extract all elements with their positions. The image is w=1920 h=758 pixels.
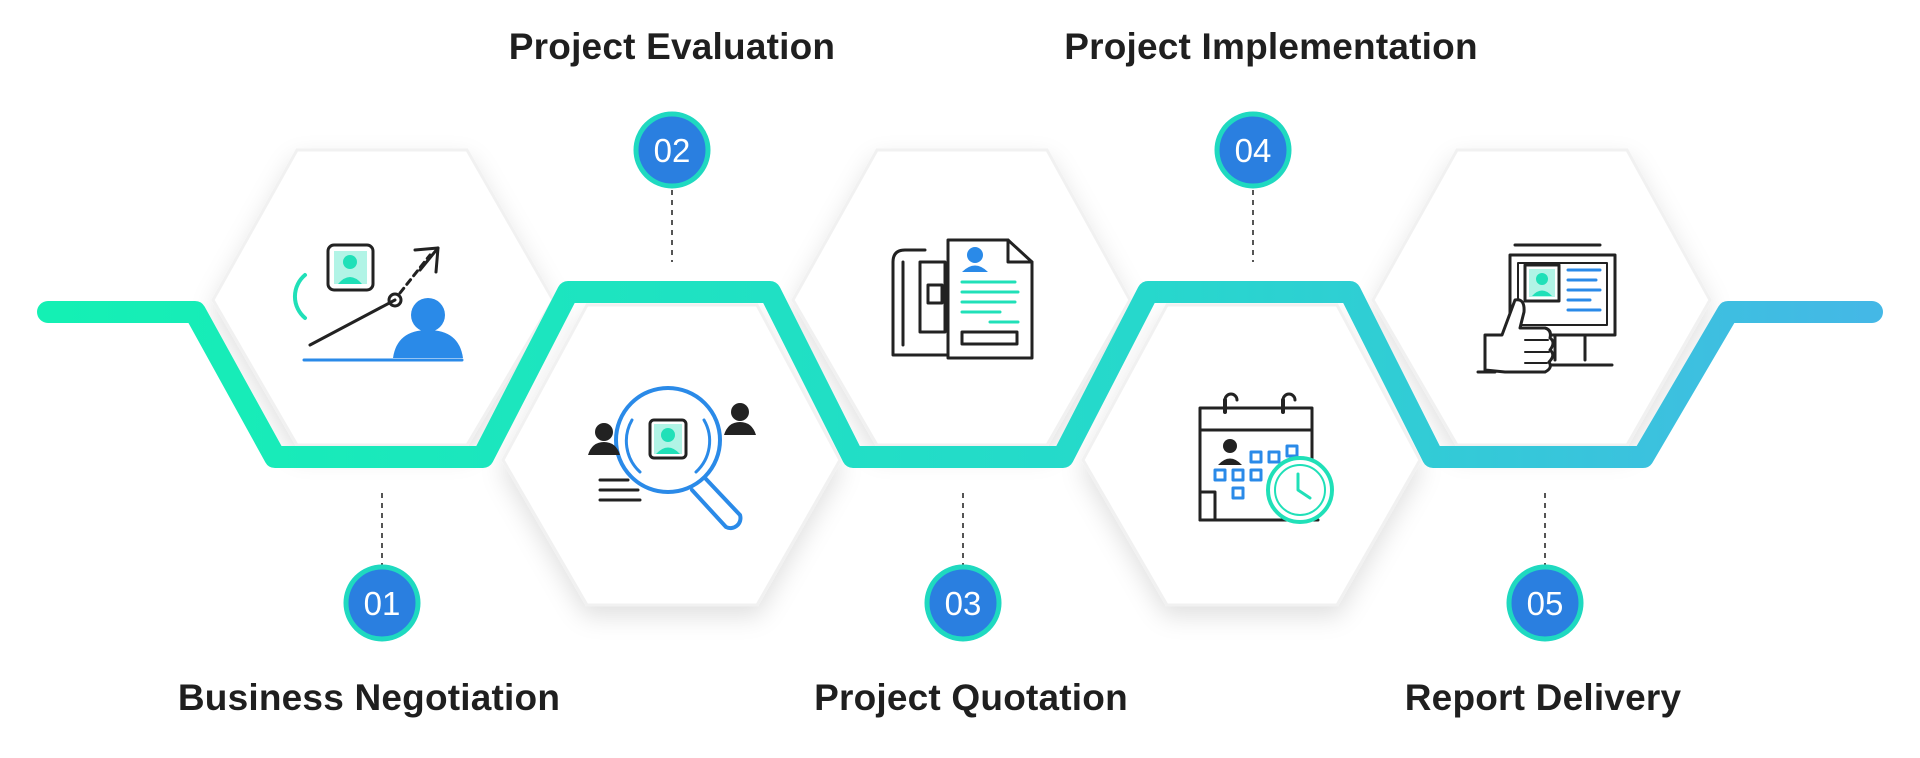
hexagon-tile-02 — [501, 303, 842, 607]
magnifier-evaluation-icon — [588, 386, 756, 531]
step-number-02: 02 — [654, 132, 691, 169]
hexagon-tile-05 — [1371, 148, 1712, 447]
calendar-clock-icon — [1198, 392, 1334, 524]
step-badge-01: 01 — [343, 564, 421, 642]
step-title-01: Business Negotiation — [177, 677, 561, 718]
business-growth-icon — [292, 243, 464, 362]
step-badge-05: 05 — [1506, 564, 1584, 642]
monitor-thumbs-up-icon — [1476, 243, 1617, 374]
hexagon-tile-03 — [791, 148, 1132, 447]
step-badge-03: 03 — [924, 564, 1002, 642]
quotation-document-icon — [891, 238, 1034, 360]
flow-band — [37, 281, 1883, 468]
hexagon-tiles — [211, 148, 1712, 607]
step-number-03: 03 — [945, 585, 982, 622]
step-number-01: 01 — [364, 585, 401, 622]
step-badge-02: 02 — [633, 111, 711, 189]
step-title-05: Report Delivery — [1404, 677, 1682, 718]
step-title-02: Project Evaluation — [508, 26, 836, 67]
step-number-04: 04 — [1235, 132, 1272, 169]
connectors — [381, 190, 1546, 565]
step-badge-04: 04 — [1214, 111, 1292, 189]
step-title-03: Project Quotation — [814, 677, 1128, 718]
step-title-04: Project Implementation — [1064, 26, 1478, 67]
step-number-05: 05 — [1527, 585, 1564, 622]
